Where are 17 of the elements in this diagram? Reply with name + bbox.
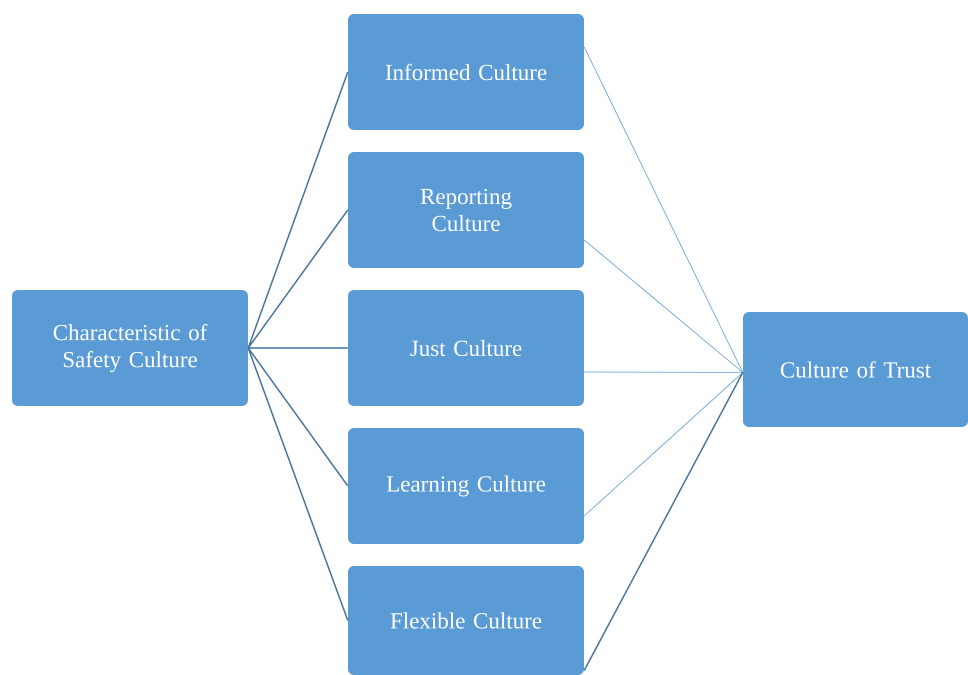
connector-line xyxy=(248,72,349,348)
process-box: Culture of Trust xyxy=(743,312,968,427)
process-box: Flexible Culture xyxy=(348,566,584,675)
process-box: Characteristic of Safety Culture xyxy=(12,290,248,406)
process-box: Learning Culture xyxy=(348,428,584,544)
connector-line xyxy=(248,210,348,348)
connector-line xyxy=(248,348,348,621)
connector-line xyxy=(584,372,744,516)
connector-line xyxy=(584,372,744,373)
connector-line xyxy=(584,46,744,373)
connector-line xyxy=(248,348,348,486)
process-box: Informed Culture xyxy=(348,14,584,130)
connector-line xyxy=(584,372,744,671)
connector-line xyxy=(248,347,348,349)
process-box: Just Culture xyxy=(348,290,584,406)
process-box: Reporting Culture xyxy=(348,152,584,268)
connector-line xyxy=(584,240,744,373)
